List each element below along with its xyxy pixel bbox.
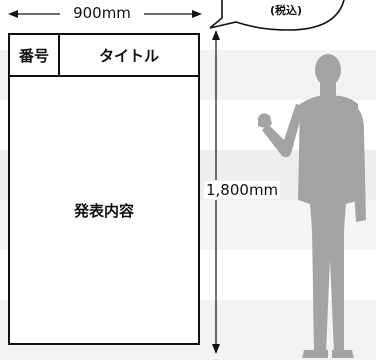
speech-bubble [209,0,345,31]
width-dimension-label: 900mm [60,4,144,22]
poster-body-area: 発表内容 [73,201,134,220]
height-arrowhead-top [212,30,220,40]
poster-board: 番号 タイトル 発表内容 [8,33,200,345]
height-dimension-label: 1,800mm [204,181,281,199]
poster-number-cell: 番号 [10,35,60,75]
height-arrowhead-bottom [212,344,220,354]
poster-title-cell: タイトル [98,46,159,65]
poster-header: 番号 タイトル [10,35,198,77]
width-arrowhead-right [192,10,202,18]
person-silhouette [258,54,366,358]
bubble-text: (税込) [269,4,303,17]
width-arrowhead-left [8,10,18,18]
